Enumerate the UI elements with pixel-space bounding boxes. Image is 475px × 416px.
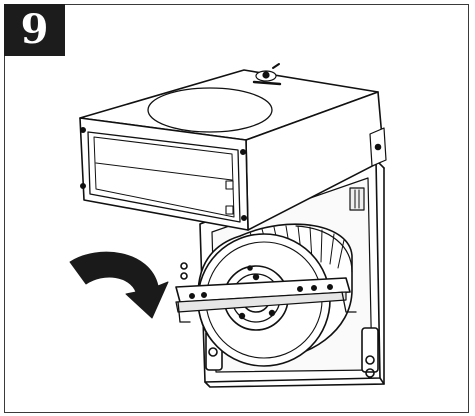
step-number: 9: [20, 6, 49, 53]
rotate-arrow-icon: [69, 251, 169, 319]
brand-logo-icon: [252, 63, 282, 86]
top-cover: [79, 69, 387, 231]
mounting-bracket: [175, 262, 357, 323]
step-number-badge: 9: [4, 4, 65, 56]
